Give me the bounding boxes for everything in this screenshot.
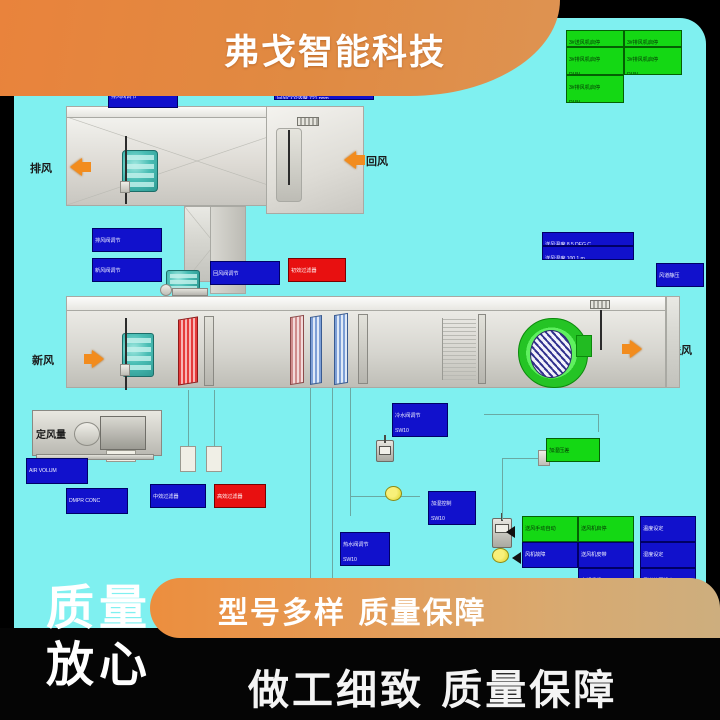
return-flow-label: 回风 [366,155,388,168]
label-supply-humidity[interactable]: 送风湿度 100.1 m [542,246,634,260]
chilled-water-return-pipe [332,388,333,578]
label-return-damper[interactable]: 回风阀调节 100 rad [210,261,280,285]
mid-orange-band [150,578,720,638]
status-box-top-3[interactable]: 3#排风机启停 RUN [624,47,682,75]
status-box-top-1[interactable]: 3#排风机启停 RUN [566,47,624,75]
exhaust-arrow-tail [82,162,91,172]
label-belt-status[interactable]: 送风机皮带 NORMAL [578,542,634,568]
label-duct-static-press[interactable]: 风道静压 281.04 Pa [656,263,704,287]
label-fan-fault[interactable]: 风机故障 NORMAL [522,542,578,568]
return-arrow-icon [344,151,356,169]
humidifier-pipe [502,458,503,520]
humidifier-section [442,318,476,380]
status-box-top-0[interactable]: 3#送风机启停 RUN [566,30,624,47]
fresh-arrow-icon [92,350,104,368]
return-air-rod [288,130,290,185]
exhaust-damper-actuator [120,181,130,193]
heating-coil [178,316,198,386]
badge-line-1: 质量 [46,580,153,636]
hvac-hmi-screen: 排风 回风 新风 [14,18,706,656]
supply-blower [518,318,592,388]
label-high-filter-alarm[interactable]: 高效过滤器 ALARM [214,484,266,508]
coil-divider-3 [478,314,486,384]
label-filter-alarm[interactable]: 初效过滤器 ALARM [288,258,346,282]
hot-water-pipe [350,388,351,516]
terminal-unit-2 [206,446,222,472]
co2-sensor-icon [297,117,319,126]
label-hot-valve[interactable]: 热水阀调节 SW10 3 rad [340,532,390,566]
status-box-top-4[interactable]: 3#排风机启停 RUN [566,75,624,103]
label-pump-control[interactable]: 加湿控制 SW10 STOP [428,491,476,525]
label-room-temp[interactable]: 温度设定 24.0 DEG C [640,516,696,542]
label-air-volume[interactable]: AIR VOLUM 985.40 M3/H [26,458,88,484]
exhaust-arrow-icon [70,158,82,176]
label-medium-filter-status[interactable]: 中效过滤器 NORMAL [150,484,206,508]
label-exhaust-damper-2[interactable]: 排风阀调节 0 rad [92,228,162,252]
return-damper-actuator [160,284,172,296]
supply-sensor-rod [600,310,602,350]
flow-direction-marker [512,552,521,564]
bottom-slogan: 做工细致 质量保障 [248,666,618,714]
brand-title: 弗戈智能科技 [224,33,447,73]
label-chilled-valve[interactable]: 冷水阀调节 SW10 100 rad [392,403,448,437]
humidifier-pump [492,548,509,563]
humidifier-pipe-h [502,458,546,459]
supply-arrow-tail [622,344,631,354]
terminal-unit-1 [180,446,196,472]
supply-sensor-icon [590,300,610,309]
coil-divider-2 [358,314,368,384]
base-rail [36,454,154,460]
cooling-coil-1 [310,315,322,385]
fan-wheel [74,422,100,446]
badge-line-2: 放心 [46,636,153,693]
exhaust-damper-rod [125,136,127,204]
fresh-arrow-tail [84,354,93,364]
supply-arrow-icon [630,340,642,358]
chilled-water-valve [376,435,394,462]
coil-divider-1 [204,316,214,386]
top-orange-band [0,0,560,96]
bottom-black-band [0,628,720,720]
label-supply-temp[interactable]: 送风温度 8.5 DEG C [542,232,634,246]
cooling-coil-2 [334,312,348,386]
humid-drop-pipe [598,414,599,432]
terminal-link-1 [188,390,189,446]
fresh-flow-label: 新风 [32,354,54,367]
label-fan-run[interactable]: 送风机启停 START [578,516,634,542]
return-arrow-tail [356,155,365,165]
return-damper-frame [172,288,208,296]
label-humid-press[interactable]: 加湿压差 正常 [546,438,600,462]
label-room-humid[interactable]: 湿度设定 45.0 % [640,542,696,568]
label-fresh-damper[interactable]: 新风阀调节 0.00 rad [92,258,162,282]
chilled-water-pump [385,486,402,501]
cluster-pointer-icon [506,526,515,538]
chilled-water-supply-pipe [310,388,311,578]
variable-air-volume-label: 定风量 [36,430,66,441]
fan-motor [100,416,146,450]
fresh-damper-actuator [120,364,130,376]
pre-filter [290,314,304,386]
exhaust-damper-blades [122,150,158,192]
terminal-link-2 [214,390,215,446]
status-box-top-2[interactable]: 3#排风机启停 [624,30,682,47]
badge-text: 质量 放心 [46,580,152,693]
humid-top-pipe [484,414,598,415]
supply-duct-end [666,296,680,388]
label-dmpr-conc[interactable]: DMPR CONC 87.28 PCT [66,488,128,514]
mid-slogan: 型号多样 质量保障 [218,596,487,631]
exhaust-flow-label: 排风 [30,162,52,175]
label-fan-mode[interactable]: 送风手动自动 AUTO [522,516,578,542]
fresh-damper-rod [125,318,127,390]
